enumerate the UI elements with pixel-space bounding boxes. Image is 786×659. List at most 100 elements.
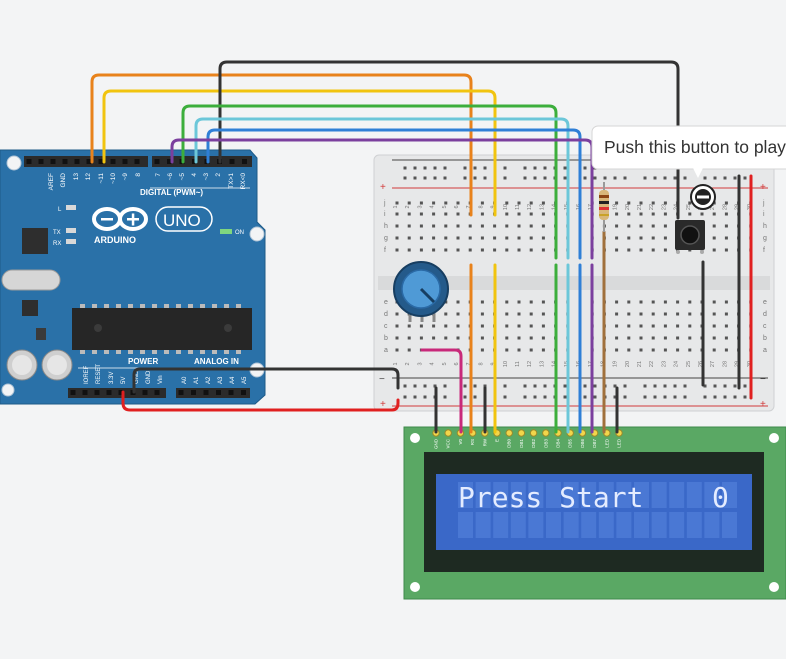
breadboard-hole[interactable] [419,248,423,252]
resistor[interactable] [599,182,609,232]
lcd-pin[interactable] [505,429,513,437]
breadboard-hole[interactable] [712,224,716,228]
breadboard-hole[interactable] [419,224,423,228]
breadboard-hole[interactable] [639,236,643,240]
arduino-pin[interactable] [242,159,247,164]
breadboard-hole[interactable] [688,212,692,216]
breadboard-hole[interactable] [639,336,643,340]
breadboard-hole[interactable] [639,324,643,328]
breadboard-hole[interactable] [505,348,509,352]
arduino-pin[interactable] [228,390,234,395]
breadboard-hole[interactable] [712,348,716,352]
arduino-pin[interactable] [94,390,100,395]
breadboard-hole[interactable] [663,248,667,252]
breadboard-hole[interactable] [505,248,509,252]
rail-hole[interactable] [473,384,477,388]
breadboard-hole[interactable] [468,248,472,252]
breadboard-hole[interactable] [444,324,448,328]
breadboard-hole[interactable] [395,324,399,328]
breadboard-hole[interactable] [480,236,484,240]
breadboard-hole[interactable] [444,212,448,216]
breadboard-hole[interactable] [615,236,619,240]
breadboard-hole[interactable] [712,324,716,328]
breadboard-hole[interactable] [419,212,423,216]
breadboard-hole[interactable] [493,236,497,240]
breadboard-hole[interactable] [651,224,655,228]
rail-hole[interactable] [663,176,667,180]
arduino-pin[interactable] [154,159,160,164]
arduino-pin-holes[interactable] [26,159,248,395]
breadboard-hole[interactable] [541,236,545,240]
rail-hole[interactable] [413,384,417,388]
breadboard-hole[interactable] [724,348,728,352]
breadboard-hole[interactable] [517,336,521,340]
breadboard-hole[interactable] [712,300,716,304]
breadboard-hole[interactable] [432,248,436,252]
rail-hole[interactable] [463,395,467,399]
breadboard-hole[interactable] [505,336,509,340]
digital-header-left[interactable] [24,156,148,167]
breadboard-hole[interactable] [480,224,484,228]
wire-magenta-v0[interactable] [420,348,463,434]
rail-hole[interactable] [403,166,407,170]
arduino-pin[interactable] [122,159,128,164]
rail-hole[interactable] [713,395,717,399]
rail-hole[interactable] [673,384,677,388]
breadboard-hole[interactable] [432,224,436,228]
analog-header[interactable] [176,388,250,398]
breadboard-hole[interactable] [407,336,411,340]
rail-hole[interactable] [543,384,547,388]
breadboard-hole[interactable] [615,212,619,216]
breadboard-hole[interactable] [688,300,692,304]
breadboard-hole[interactable] [651,336,655,340]
breadboard-hole[interactable] [517,201,521,205]
breadboard-hole[interactable] [419,236,423,240]
breadboard-hole[interactable] [395,348,399,352]
breadboard-hole[interactable] [432,336,436,340]
rail-hole[interactable] [543,176,547,180]
breadboard-hole[interactable] [615,312,619,316]
power-header[interactable] [68,388,166,398]
breadboard-hole[interactable] [456,300,460,304]
arduino-pin[interactable] [98,159,104,164]
rail-hole[interactable] [713,176,717,180]
breadboard-hole[interactable] [432,236,436,240]
breadboard-hole[interactable] [468,236,472,240]
breadboard-hole[interactable] [529,348,533,352]
breadboard-hole[interactable] [407,348,411,352]
arduino-pin[interactable] [74,159,80,164]
breadboard-hole[interactable] [627,336,631,340]
breadboard-hole[interactable] [529,201,533,205]
breadboard-hole[interactable] [517,236,521,240]
breadboard-hole[interactable] [517,312,521,316]
breadboard-hole[interactable] [663,224,667,228]
breadboard-hole[interactable] [480,300,484,304]
breadboard-hole[interactable] [517,248,521,252]
breadboard-hole[interactable] [676,324,680,328]
breadboard-hole[interactable] [676,336,680,340]
breadboard-hole[interactable] [615,300,619,304]
breadboard-hole[interactable] [456,224,460,228]
breadboard-hole[interactable] [480,324,484,328]
breadboard-hole[interactable] [480,212,484,216]
breadboard-hole[interactable] [541,348,545,352]
breadboard-hole[interactable] [651,348,655,352]
rail-hole[interactable] [423,395,427,399]
breadboard-hole[interactable] [724,212,728,216]
breadboard-hole[interactable] [639,224,643,228]
breadboard-hole[interactable] [712,236,716,240]
rail-hole[interactable] [743,176,747,180]
breadboard-hole[interactable] [627,212,631,216]
rail-hole[interactable] [593,384,597,388]
rail-hole[interactable] [483,176,487,180]
breadboard-hole[interactable] [724,300,728,304]
arduino-pin[interactable] [70,390,76,395]
rail-hole[interactable] [503,395,507,399]
rail-hole[interactable] [613,395,617,399]
rail-hole[interactable] [613,176,617,180]
rail-hole[interactable] [543,395,547,399]
breadboard-hole[interactable] [505,212,509,216]
breadboard-hole[interactable] [724,201,728,205]
breadboard-hole[interactable] [407,201,411,205]
